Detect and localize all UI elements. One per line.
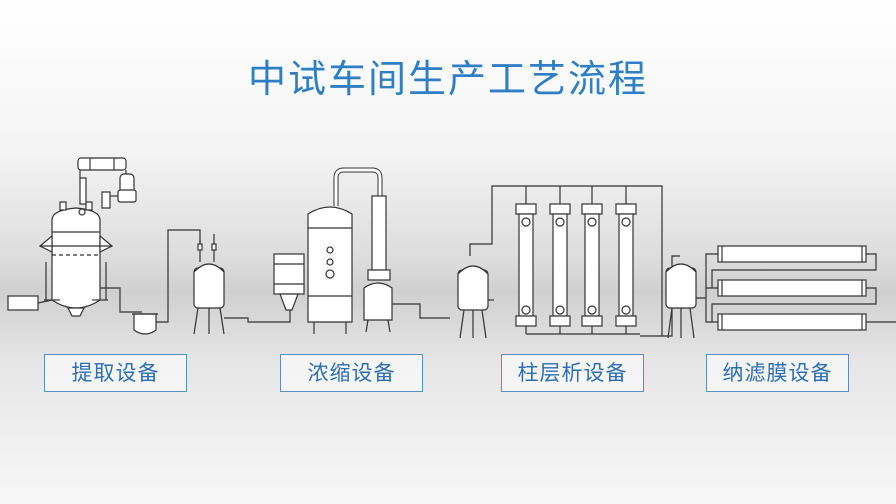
stage-label-chromatography: 柱层析设备 xyxy=(501,354,644,392)
membrane-modules xyxy=(717,245,867,331)
storage-tank-3 xyxy=(665,263,697,339)
receiving-tank xyxy=(132,313,158,335)
stage-label-extraction: 提取设备 xyxy=(44,354,187,392)
storage-tank-2 xyxy=(457,265,489,339)
page-title: 中试车间生产工艺流程 xyxy=(247,57,648,101)
stage-label-concentration: 浓缩设备 xyxy=(280,354,423,392)
chromatography-columns xyxy=(515,185,663,337)
storage-tank-1 xyxy=(193,234,225,335)
evaporator xyxy=(273,167,393,334)
stage-label-nanofiltration: 纳滤膜设备 xyxy=(706,354,849,392)
extraction-tank xyxy=(7,157,137,317)
